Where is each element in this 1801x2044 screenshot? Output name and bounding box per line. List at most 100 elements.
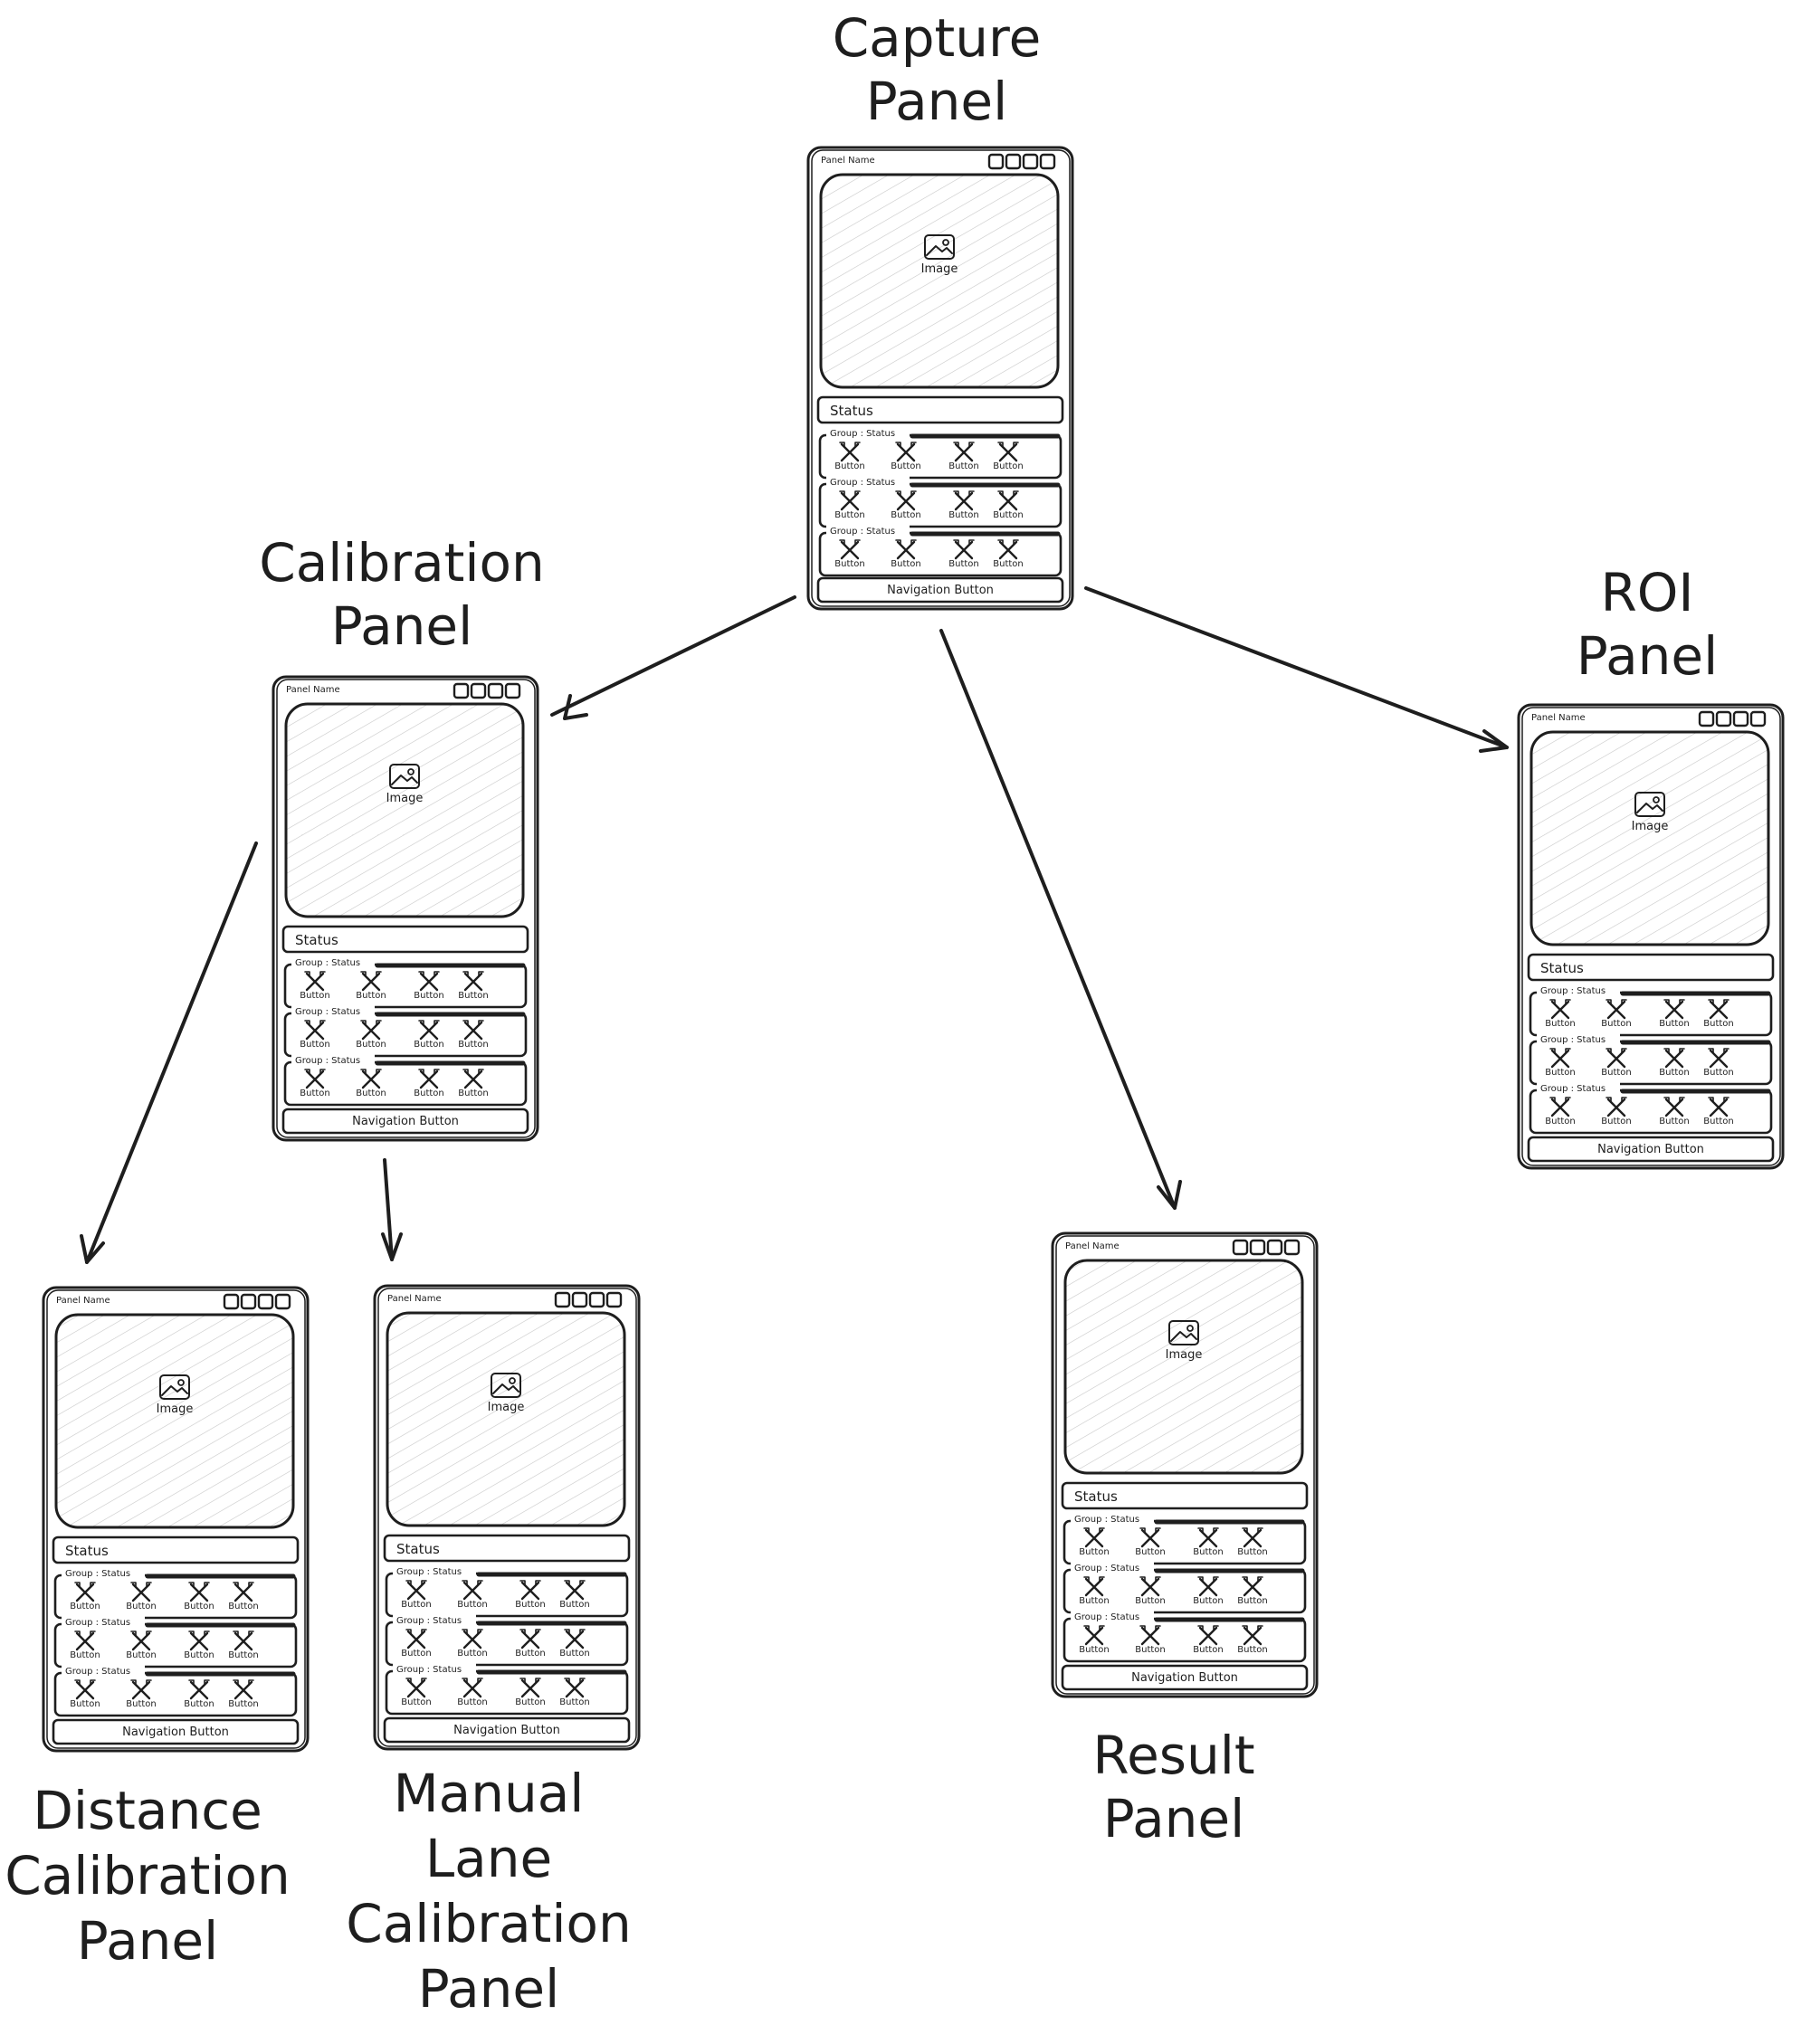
status-label: Status [1074,1488,1118,1505]
tool-icon [839,539,861,560]
mockup-button: Button [1193,1625,1224,1655]
tool-icon [1708,999,1730,1020]
mockup-button: Button [1193,1576,1224,1606]
navigation-label: Navigation Button [1597,1143,1704,1156]
button-label: Button [948,461,979,471]
mockup-button: Button [300,971,330,1001]
tool-icon [1606,1048,1627,1069]
button-label: Button [1703,1019,1734,1029]
window-control-icon [1283,1239,1301,1256]
button-label: Button [401,1697,432,1707]
status-label: Status [396,1541,440,1557]
mockup-button: Button [891,539,921,569]
panel-frame-inner [1521,707,1781,1166]
button-label: Button [1079,1547,1110,1557]
navigation-button [281,1108,529,1135]
mockup-button: Button [1601,1048,1632,1078]
tool-icon [74,1630,96,1651]
button-label: Button [1659,1019,1690,1029]
button-label: Button [1659,1068,1690,1078]
window-control-icon [487,682,504,699]
group-label: Group : Status [396,1616,462,1626]
tool-icon [304,1020,326,1041]
mockup-button: Button [356,1069,386,1098]
tool-icon [462,1069,484,1089]
button-label: Button [414,1089,444,1098]
button-label: Button [834,461,865,471]
image-placeholder: Image [1063,1259,1304,1475]
image-label: Image [157,1402,194,1416]
mockup-button: Button [228,1582,259,1611]
button-label: Button [891,510,921,520]
arrowhead [1479,729,1509,753]
image-icon [924,234,955,260]
tool-icon [188,1582,210,1602]
group-label: Group : Status [295,1007,360,1017]
edge-line [383,1158,394,1261]
panel-title-line: Panel [866,71,1007,132]
tool-icon [1242,1527,1263,1548]
tool-icon [953,442,975,462]
button-label: Button [1135,1596,1166,1606]
button-label: Button [356,1040,386,1050]
image-frame [819,173,1060,389]
tool-icon [519,1580,541,1601]
button-label: Button [458,1040,489,1050]
mockup-button: Button [356,971,386,1001]
window-controls [1698,710,1767,727]
navigation-label: Navigation Button [1131,1671,1238,1685]
button-label: Button [300,1040,330,1050]
button-label: Button [457,1649,488,1659]
tool-icon [1197,1527,1219,1548]
window-control-icon [240,1293,257,1310]
image-frame [284,702,525,918]
panel-title-line: ROI [1600,562,1693,623]
mockup-button: Button [1135,1527,1166,1557]
button-label: Button [1079,1645,1110,1655]
mockup-button: Button [891,490,921,520]
tool-icon [839,442,861,462]
mockup-button: Button [126,1582,157,1611]
button-label: Button [300,991,330,1001]
tool-icon [895,442,917,462]
panel-name: Panel Name [56,1296,110,1306]
status-bar [816,395,1064,424]
group-label: Group : Status [65,1618,130,1628]
mockup-button: Button [834,442,865,471]
mockup-button: Button [414,1069,444,1098]
image-placeholder: Image [284,702,525,918]
button-label: Button [184,1699,214,1709]
edge-line [550,595,796,717]
button-label: Button [228,1650,259,1660]
edge-line [1084,586,1509,749]
tool-icon [1242,1576,1263,1597]
arrowhead [381,1232,403,1261]
group-label: Group : Status [396,1665,462,1675]
mockup-button: Button [457,1678,488,1707]
tool-icon [1663,1097,1685,1117]
panel-title-line: Result [1092,1725,1254,1786]
mockup-button: Button [1545,1048,1576,1078]
window-control-icon [470,682,487,699]
tool-icon [462,971,484,992]
mockup-button: Button [948,539,979,569]
tool-icon [418,1069,440,1089]
button-label: Button [228,1699,259,1709]
group-label: Group : Status [1074,1515,1139,1525]
button-label: Button [891,559,921,569]
group-label: Group : Status [830,527,895,537]
tool-icon [1549,999,1571,1020]
button-label: Button [1545,1019,1576,1029]
window-control-icon [1698,710,1715,727]
